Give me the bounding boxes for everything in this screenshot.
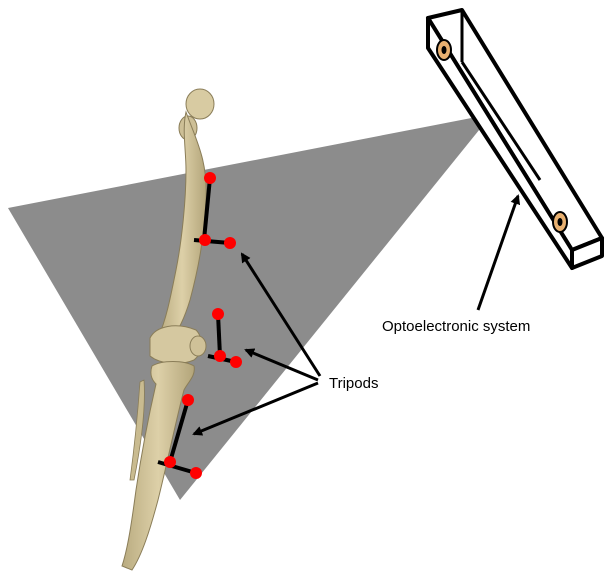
marker-thigh-2 [199, 234, 211, 246]
marker-shank-1 [182, 394, 194, 406]
marker-shank-2 [164, 456, 176, 468]
label-optoelectronic: Optoelectronic system [382, 318, 530, 335]
marker-knee-1 [212, 308, 224, 320]
marker-thigh-3 [224, 237, 236, 249]
marker-shank-3 [190, 467, 202, 479]
patella-bone [190, 336, 206, 356]
marker-knee-2 [214, 350, 226, 362]
camera-lens-top-icon [437, 40, 451, 60]
arrow-optoelectronic [478, 196, 518, 310]
marker-thigh-1 [204, 172, 216, 184]
camera-lens-bottom-icon [553, 212, 567, 232]
field-of-view [8, 114, 492, 500]
marker-knee-3 [230, 356, 242, 368]
label-tripods: Tripods [329, 375, 378, 392]
